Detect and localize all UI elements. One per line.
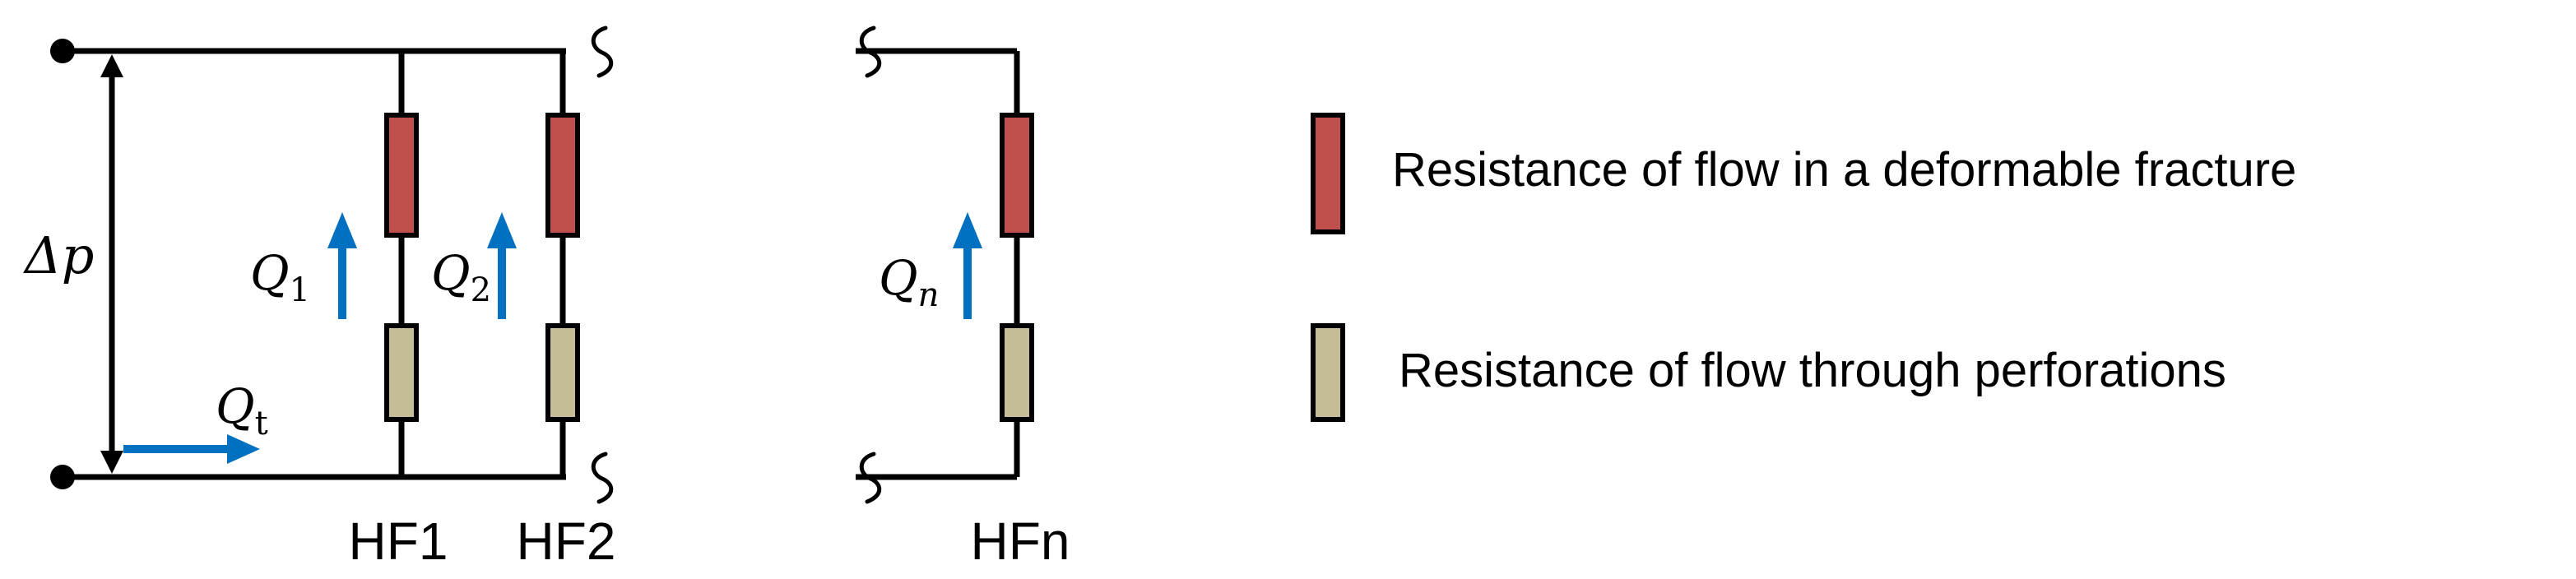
break-mark-top-right	[591, 25, 614, 78]
qt-sub: t	[255, 405, 268, 442]
hf1-fracture-resistor	[384, 113, 419, 238]
qn-label: Qn	[879, 250, 939, 314]
q2-sub: 2	[471, 271, 491, 309]
qt-arrow	[123, 434, 260, 464]
hf2-fracture-resistor	[545, 113, 580, 238]
flow-arrows	[123, 212, 982, 464]
hf1-label: HF1	[349, 512, 448, 571]
pressure-label: Δp	[23, 225, 94, 285]
qn-main: Q	[879, 250, 918, 306]
terminal-bottom	[50, 465, 75, 489]
q1-label: Q1	[250, 245, 310, 309]
break-mark-bottom-right	[591, 452, 614, 504]
terminal-top	[50, 39, 75, 63]
legend-perforation-label: Resistance of flow through perforations	[1399, 344, 2226, 397]
break-mark-bottom-left	[859, 452, 882, 504]
qt-label: Qt	[216, 378, 268, 442]
legend-fracture-swatch	[1311, 113, 1345, 234]
q2-label: Q2	[431, 245, 491, 309]
break-marks	[591, 25, 882, 504]
hf1-perforation-resistor	[384, 323, 419, 422]
hfn-label: HFn	[971, 512, 1070, 571]
q2-arrow	[487, 212, 517, 319]
qn-sub: n	[918, 276, 940, 314]
qt-main: Q	[216, 378, 255, 434]
hfn-fracture-resistor	[1000, 113, 1034, 238]
legend-perforation-swatch	[1311, 323, 1345, 422]
q2-main: Q	[431, 245, 471, 301]
q1-sub: 1	[290, 271, 310, 309]
hfn-perforation-resistor	[1000, 323, 1034, 422]
q1-arrow	[327, 212, 357, 319]
q1-main: Q	[250, 245, 290, 301]
qn-arrow	[953, 212, 982, 319]
hf2-perforation-resistor	[545, 323, 580, 422]
break-mark-top-left	[859, 25, 882, 78]
hf2-label: HF2	[517, 512, 616, 571]
legend: Resistance of flow in a deformable fract…	[1311, 113, 2296, 422]
resistors	[384, 113, 1034, 422]
legend-fracture-label: Resistance of flow in a deformable fract…	[1392, 143, 2296, 197]
circuit-wires	[63, 48, 1020, 480]
